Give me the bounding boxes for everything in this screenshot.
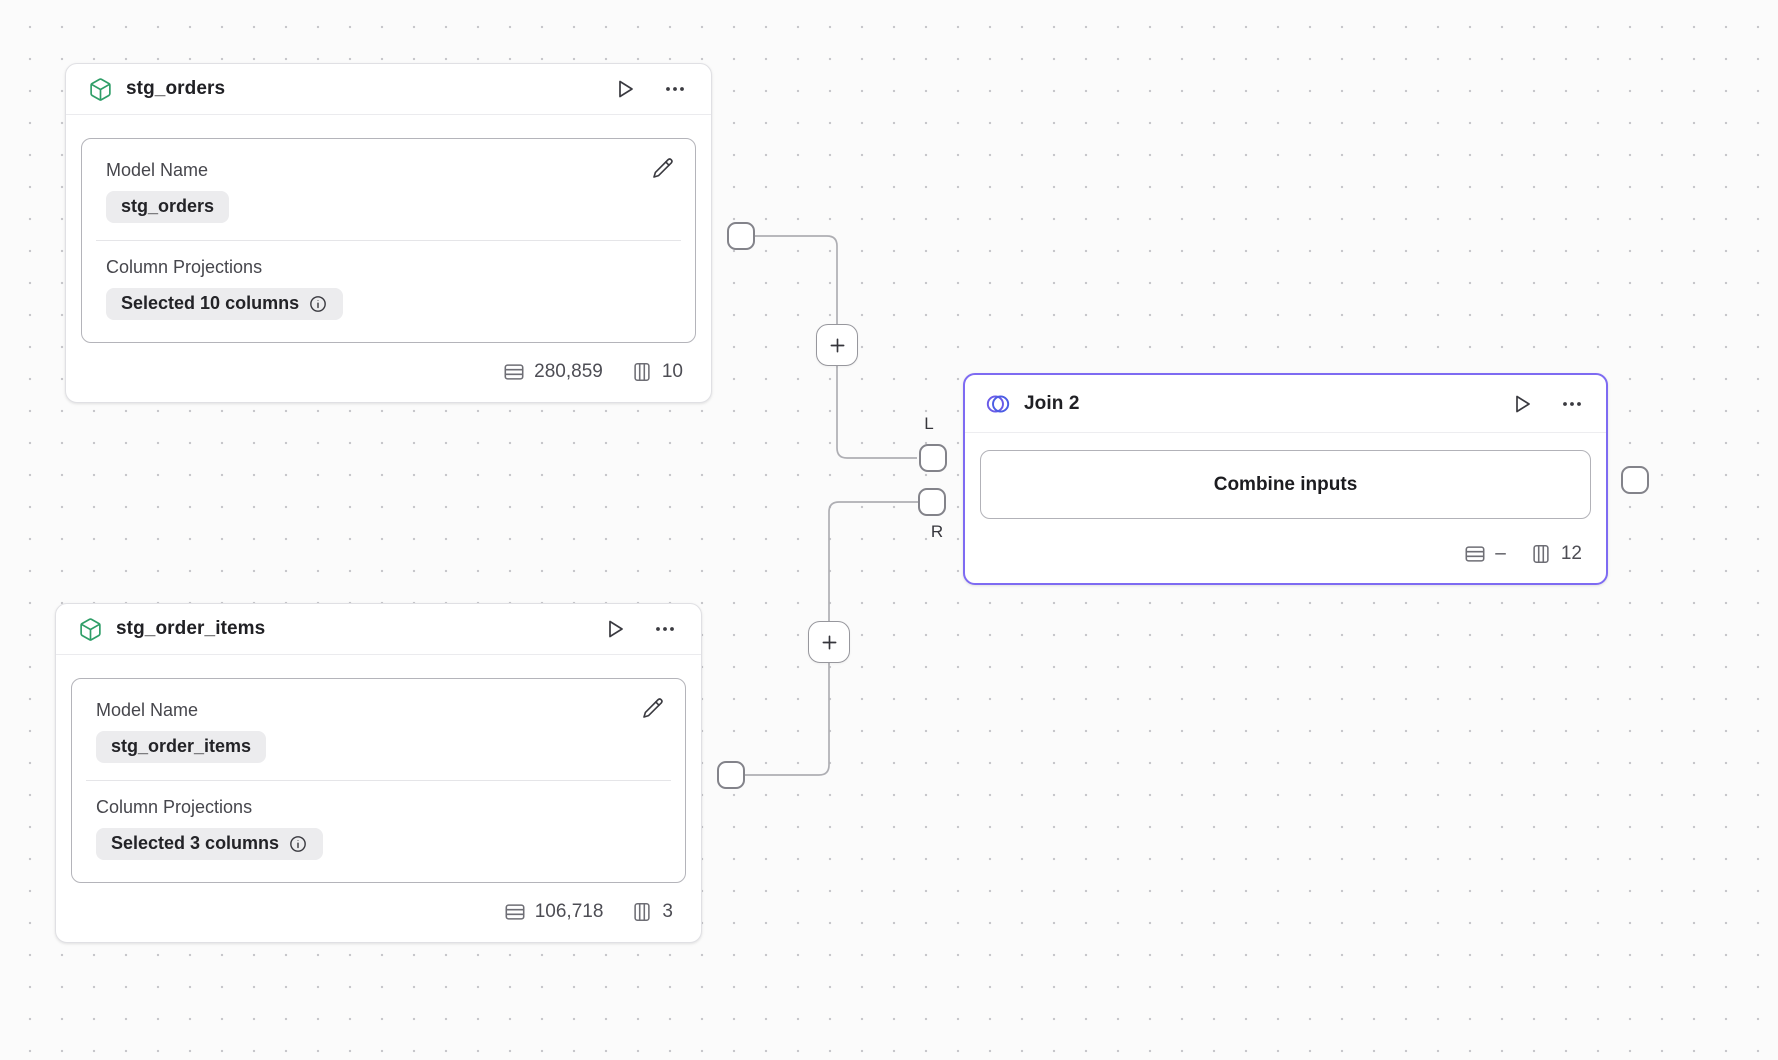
run-node-button[interactable] xyxy=(611,75,639,103)
column-count-stat: 12 xyxy=(1530,543,1582,565)
column-count-value: 12 xyxy=(1560,543,1582,564)
card-divider xyxy=(86,780,671,781)
column-count-stat: 3 xyxy=(631,901,673,923)
node-menu-button[interactable] xyxy=(651,615,679,643)
node-stg-order-items-header: stg_order_items xyxy=(56,604,701,655)
row-count-value: – xyxy=(1495,543,1506,564)
row-count-stat: 106,718 xyxy=(504,901,604,923)
node-stats-footer: 106,718 3 xyxy=(56,882,701,942)
join-right-port-label: R xyxy=(930,522,944,541)
ellipsis-icon xyxy=(1563,401,1581,406)
column-count-value: 10 xyxy=(661,361,683,382)
info-icon[interactable] xyxy=(288,834,308,854)
columns-icon xyxy=(634,902,651,922)
run-node-button[interactable] xyxy=(1508,390,1536,418)
row-count-stat: – xyxy=(1464,543,1506,565)
row-count-stat: 280,859 xyxy=(503,361,603,383)
play-icon xyxy=(619,80,633,98)
model-name-chip: stg_orders xyxy=(106,191,230,223)
node-stg-order-items[interactable]: stg_order_items xyxy=(55,603,702,943)
plus-icon xyxy=(822,635,836,649)
model-name-value: stg_orders xyxy=(121,196,215,216)
node-title: stg_order_items xyxy=(116,618,266,639)
edit-model-name-button[interactable] xyxy=(649,154,677,182)
rows-icon xyxy=(505,904,525,920)
model-name-value: stg_order_items xyxy=(111,736,252,756)
output-port-stg-orders[interactable] xyxy=(727,222,755,250)
model-cube-icon xyxy=(80,617,101,641)
run-node-button[interactable] xyxy=(601,615,629,643)
rows-icon xyxy=(504,364,524,380)
edit-model-name-button[interactable] xyxy=(639,694,667,722)
add-node-on-edge-button-bottom[interactable] xyxy=(808,621,850,663)
node-stats-footer: – 12 xyxy=(965,525,1606,583)
column-projections-chip: Selected 3 columns xyxy=(96,828,324,860)
model-name-chip: stg_order_items xyxy=(96,731,267,763)
pencil-icon xyxy=(643,698,663,718)
columns-icon xyxy=(634,362,650,382)
node-stg-orders-header: stg_orders xyxy=(66,64,711,115)
model-name-label: Model Name xyxy=(106,160,209,180)
ellipsis-icon xyxy=(656,627,674,631)
play-icon xyxy=(1516,395,1530,412)
ellipsis-icon xyxy=(666,87,684,91)
join-left-port-label: L xyxy=(924,414,934,433)
column-projections-label: Column Projections xyxy=(106,257,263,277)
row-count-value: 280,859 xyxy=(534,361,603,382)
node-menu-button[interactable] xyxy=(1558,390,1586,418)
model-cube-icon xyxy=(90,77,111,101)
node-join-2[interactable]: Join 2 Combine inputs xyxy=(963,373,1608,585)
column-projections-label: Column Projections xyxy=(96,797,253,817)
output-port-join[interactable] xyxy=(1621,466,1649,494)
column-projections-value: Selected 10 columns xyxy=(121,293,300,313)
join-venn-icon xyxy=(986,394,1010,413)
model-name-label: Model Name xyxy=(96,700,199,720)
combine-inputs-button[interactable]: Combine inputs xyxy=(980,450,1591,519)
node-stats-footer: 280,859 10 xyxy=(66,342,711,402)
join-input-port-right[interactable] xyxy=(918,488,946,516)
play-icon xyxy=(609,620,623,638)
card-divider xyxy=(96,240,681,241)
node-join-header: Join 2 xyxy=(965,375,1606,433)
node-menu-button[interactable] xyxy=(661,75,689,103)
join-input-port-left[interactable] xyxy=(919,444,947,472)
node-stg-orders[interactable]: stg_orders Mo xyxy=(65,63,712,403)
column-projections-value: Selected 3 columns xyxy=(111,833,280,853)
row-count-value: 106,718 xyxy=(534,901,604,922)
node-title: Join 2 xyxy=(1024,392,1080,414)
column-count-stat: 10 xyxy=(631,361,683,383)
column-count-value: 3 xyxy=(662,901,673,922)
plus-icon xyxy=(830,338,844,352)
add-node-on-edge-button-top[interactable] xyxy=(816,324,858,366)
node-config-card: Model Name stg_order_items Column Projec… xyxy=(71,678,686,883)
node-title: stg_orders xyxy=(126,78,226,99)
pencil-icon xyxy=(653,158,673,178)
columns-icon xyxy=(1533,544,1549,564)
column-projections-chip: Selected 10 columns xyxy=(106,288,344,320)
rows-icon xyxy=(1465,546,1485,562)
info-icon[interactable] xyxy=(308,294,328,314)
node-config-card: Model Name stg_orders Column Projections… xyxy=(81,138,696,343)
output-port-stg-order-items[interactable] xyxy=(717,761,745,789)
